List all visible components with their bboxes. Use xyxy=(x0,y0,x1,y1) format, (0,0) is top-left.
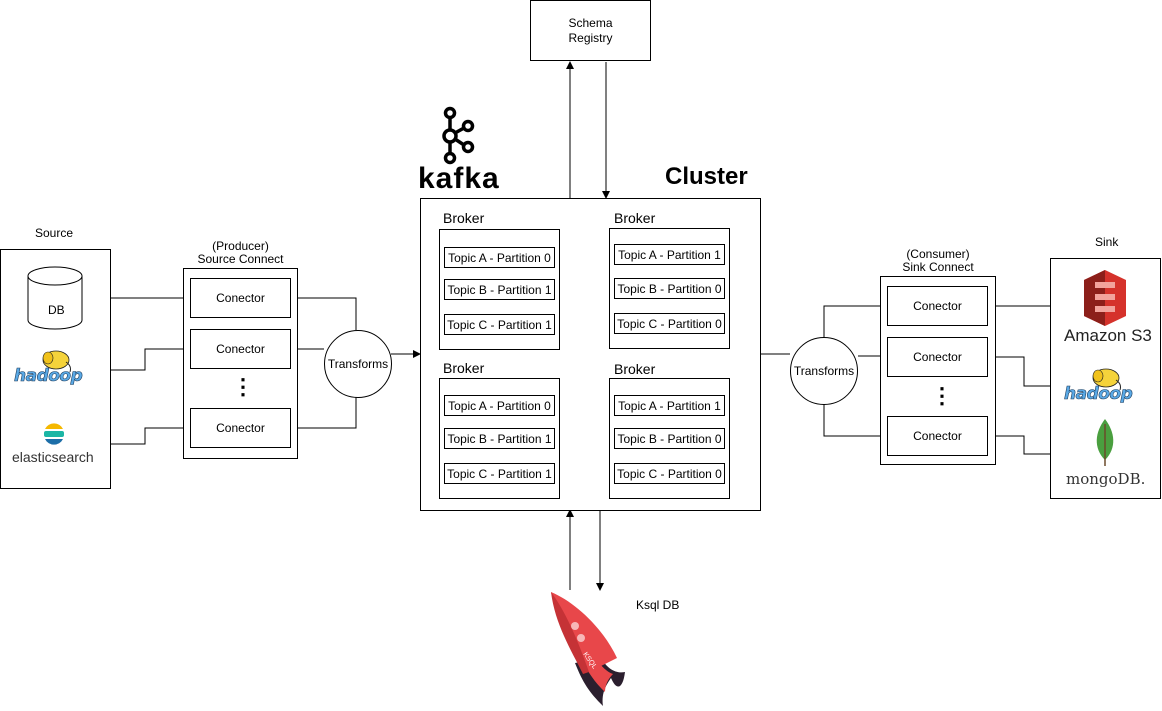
sink-connect-label: Sink Connect xyxy=(902,260,974,274)
broker-4-topic-b: Topic B - Partition 0 xyxy=(614,428,725,449)
source-connector-2: Conector xyxy=(190,329,291,369)
broker-title-4: Broker xyxy=(614,361,656,377)
kafka-icon xyxy=(442,106,475,165)
kafka-wordmark: kafka xyxy=(418,162,500,195)
amazon-s3-wordmark: Amazon S3 xyxy=(1064,326,1152,345)
broker-title-1: Broker xyxy=(443,210,485,226)
broker-3-topic-b: Topic B - Partition 1 xyxy=(444,428,555,449)
broker-title-2: Broker xyxy=(614,210,656,226)
producer-label: (Producer) xyxy=(212,239,269,253)
sink-title: Sink xyxy=(1095,235,1119,249)
broker-2-topic-b: Topic B - Partition 0 xyxy=(614,278,725,299)
sink-connect-title: (Consumer) Sink Connect xyxy=(880,248,996,274)
sink-connector-3: Conector xyxy=(887,416,988,456)
hadoop-logo: hadoop xyxy=(14,350,98,390)
broker-title-3: Broker xyxy=(443,360,485,376)
consumer-label: (Consumer) xyxy=(906,247,970,261)
source-connector-1: Conector xyxy=(190,278,291,318)
sink-hadoop-wordmark: hadoop xyxy=(1064,384,1133,405)
source-connector-3: Conector xyxy=(190,408,291,448)
ksql-rocket-icon: KSQL xyxy=(551,592,625,706)
sink-connector-ellipsis: ⋮ xyxy=(931,383,953,408)
schema-registry-line1: Schema xyxy=(568,15,613,30)
database-icon xyxy=(27,266,83,330)
elasticsearch-icon xyxy=(44,423,64,445)
schema-registry-line2: Registry xyxy=(568,30,613,45)
transforms-right: Transforms xyxy=(790,337,858,405)
elasticsearch-wordmark: elasticsearch xyxy=(12,449,94,465)
schema-registry: Schema Registry xyxy=(530,0,651,61)
amazon-s3-icon xyxy=(1084,270,1126,326)
db-label: DB xyxy=(48,303,65,317)
broker-2-topic-c: Topic C - Partition 0 xyxy=(614,313,725,334)
source-connector-ellipsis: ⋮ xyxy=(232,374,254,399)
broker-4-topic-a: Topic A - Partition 1 xyxy=(614,395,725,416)
source-title: Source xyxy=(35,226,74,240)
hadoop-wordmark: hadoop xyxy=(14,366,83,387)
ksql-db-label: Ksql DB xyxy=(636,598,680,612)
sink-hadoop-logo: hadoop xyxy=(1064,368,1148,408)
sink-connector-1: Conector xyxy=(887,286,988,326)
elasticsearch-logo: elasticsearch xyxy=(10,422,102,468)
hadoop-elephant-icon xyxy=(42,350,71,373)
cluster-title: Cluster xyxy=(665,163,748,190)
source-connect-title: (Producer) Source Connect xyxy=(183,240,298,266)
broker-1-topic-b: Topic B - Partition 1 xyxy=(444,279,555,300)
broker-3-topic-c: Topic C - Partition 1 xyxy=(444,463,555,484)
broker-3-topic-a: Topic A - Partition 0 xyxy=(444,395,555,416)
broker-4-topic-c: Topic C - Partition 0 xyxy=(614,463,725,484)
source-connect-label: Source Connect xyxy=(197,252,284,266)
broker-1-topic-c: Topic C - Partition 1 xyxy=(444,314,555,335)
mongodb-wordmark: mongoDB. xyxy=(1066,470,1146,488)
sink-connector-2: Conector xyxy=(887,337,988,377)
broker-1-topic-a: Topic A - Partition 0 xyxy=(444,247,555,268)
broker-2-topic-a: Topic A - Partition 1 xyxy=(614,244,725,265)
transforms-left: Transforms xyxy=(324,330,392,398)
sink-hadoop-elephant-icon xyxy=(1092,368,1121,391)
mongodb-leaf-icon xyxy=(1096,419,1114,466)
